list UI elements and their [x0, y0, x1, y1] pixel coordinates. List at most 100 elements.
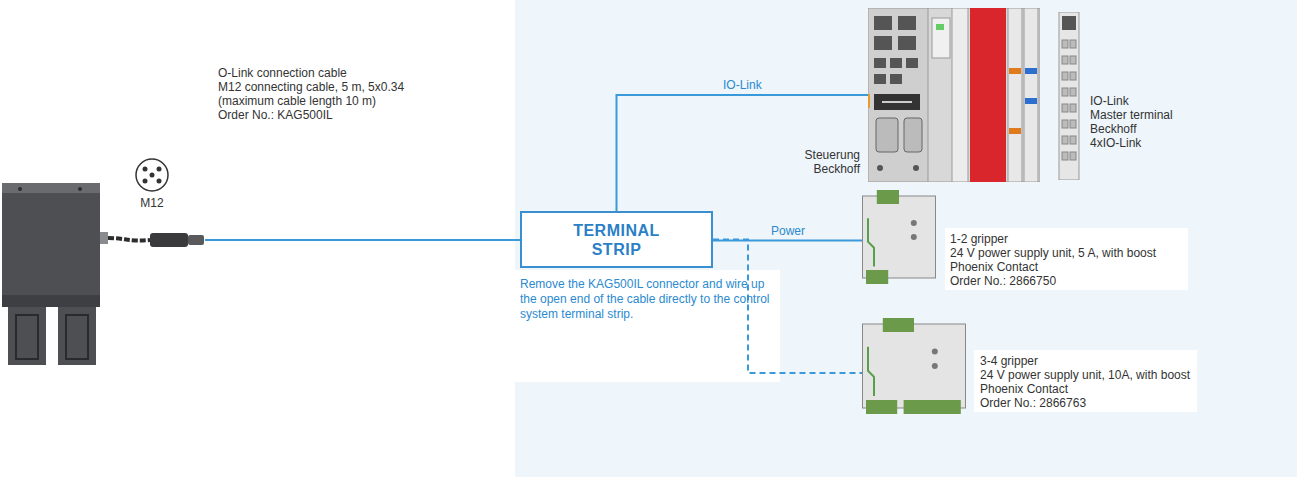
- power-line: [713, 240, 862, 374]
- port: [874, 16, 892, 30]
- terminal: [1024, 8, 1038, 182]
- clip: [1025, 98, 1037, 104]
- terminal-block: [866, 400, 897, 414]
- connector-label: IO-Link: [721, 78, 764, 92]
- m12-connector: [150, 233, 188, 247]
- contact: [1062, 72, 1068, 80]
- psu-stripe: [868, 218, 874, 266]
- device-label: Order No.: 2866750: [950, 274, 1056, 288]
- instruction-note: Remove the KAG500IL connector and wire u…: [520, 277, 775, 322]
- contact: [1062, 120, 1068, 128]
- housing: [868, 8, 1040, 182]
- terminal-block: [877, 190, 899, 204]
- gripper-base: [2, 295, 100, 307]
- usb: [906, 58, 918, 68]
- terminal-block: [904, 400, 961, 414]
- device-label: Phoenix Contact: [950, 260, 1038, 274]
- connector-label: Power: [769, 224, 807, 238]
- contact: [1070, 40, 1076, 48]
- contact: [1070, 120, 1076, 128]
- pin: [157, 179, 162, 184]
- terminal: [1008, 8, 1022, 182]
- clip: [1009, 128, 1021, 134]
- pin: [150, 173, 155, 178]
- master-terminal-image: [1058, 12, 1080, 180]
- device-label: Beckhoff: [1090, 122, 1136, 136]
- pot: [911, 220, 917, 226]
- terminal-strip-box: TERMINAL STRIP: [520, 211, 713, 268]
- arrow-symbol: [882, 101, 912, 103]
- led: [913, 165, 919, 171]
- io-link-line: [617, 95, 869, 211]
- terminal-head: [1062, 16, 1076, 30]
- led: [932, 363, 938, 369]
- display: [874, 94, 920, 110]
- screw: [78, 187, 82, 191]
- contact: [1070, 56, 1076, 64]
- power-supply-image: [862, 190, 936, 284]
- contact: [1062, 88, 1068, 96]
- system-panel: [515, 0, 1297, 477]
- dsub: [876, 118, 898, 152]
- box-title: TERMINAL STRIP: [547, 221, 687, 259]
- red-section: [970, 8, 1006, 182]
- device-label: Master terminal: [1090, 108, 1173, 122]
- screw: [18, 187, 22, 191]
- cable-gland: [100, 232, 108, 244]
- io-link-master: IO-LinkMaster terminalBeckhoff4xIO-Link: [1058, 12, 1208, 180]
- usb: [890, 74, 902, 84]
- led: [936, 24, 944, 30]
- port: [874, 36, 892, 50]
- power-supply-small: 1-2 gripper24 V power supply unit, 5 A, …: [862, 190, 1192, 284]
- contact: [1070, 152, 1076, 160]
- contact: [1062, 40, 1068, 48]
- device-label: 24 V power supply unit, 5 A, with boost: [950, 246, 1156, 260]
- gripper-jaw: [8, 307, 46, 365]
- terminal-block: [883, 318, 914, 332]
- device-label: 24 V power supply unit, 10A, with boost: [980, 368, 1190, 382]
- cable-spec: O-Link connection cable: [218, 66, 438, 80]
- note-ground: [515, 270, 780, 382]
- device-label: Order No.: 2866763: [980, 396, 1086, 410]
- pin: [157, 167, 162, 172]
- device-label: 3-4 gripper: [980, 354, 1038, 368]
- led: [877, 165, 883, 171]
- clip: [1009, 68, 1021, 74]
- pin: [143, 179, 148, 184]
- dvi: [904, 118, 922, 152]
- pin: [143, 167, 148, 172]
- cable-spec: Order No.: KAG500IL: [218, 108, 438, 122]
- cable: [108, 238, 150, 241]
- m12-nut: [188, 235, 204, 245]
- psu-body: [863, 196, 936, 278]
- terminal: [952, 8, 968, 182]
- contact: [1062, 56, 1068, 64]
- jaw-slot: [16, 315, 38, 359]
- io-tab: [868, 94, 870, 108]
- contact: [1062, 152, 1068, 160]
- contact: [1070, 72, 1076, 80]
- psu-body: [863, 324, 966, 408]
- contact: [1070, 104, 1076, 112]
- power-supply-large: 3-4 gripper24 V power supply unit, 10A, …: [862, 318, 1192, 414]
- usb: [874, 58, 886, 68]
- usb: [890, 58, 902, 68]
- gripper-top: [2, 183, 100, 193]
- usb: [874, 74, 886, 84]
- controller-image: [868, 8, 1040, 182]
- cable-line: [205, 239, 520, 241]
- contact: [1070, 136, 1076, 144]
- connector-name: M12: [134, 196, 170, 210]
- m12-pinout: [136, 159, 168, 191]
- device-label: IO-Link: [1090, 94, 1129, 108]
- clip: [1025, 68, 1037, 74]
- power-supply-image: [862, 318, 966, 414]
- led: [911, 234, 917, 240]
- contact: [1062, 136, 1068, 144]
- cpu: [868, 8, 928, 182]
- port: [898, 36, 916, 50]
- cable-spec: (maximum cable length 10 m): [218, 94, 438, 108]
- terminal-block: [866, 270, 888, 284]
- contact: [1062, 104, 1068, 112]
- controller: Steuerung Beckhoff: [868, 8, 1040, 182]
